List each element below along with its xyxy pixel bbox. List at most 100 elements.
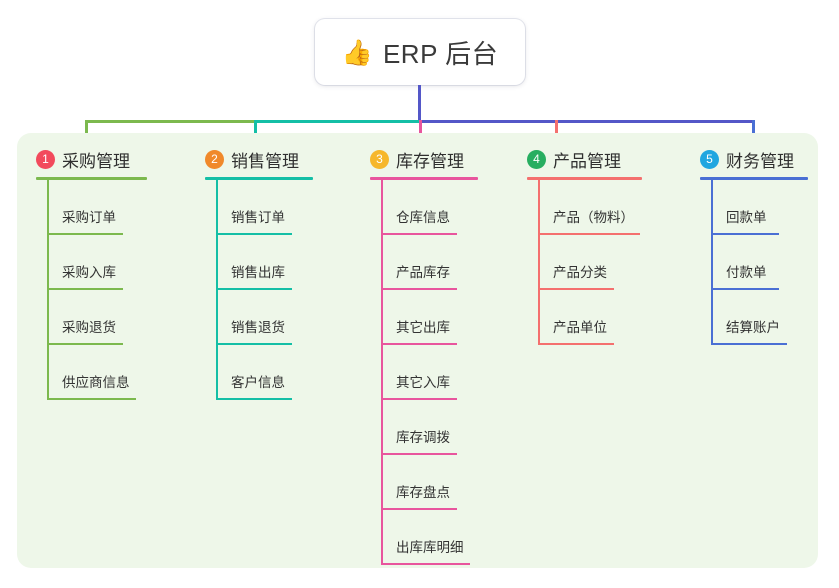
leaf-item-underline bbox=[711, 233, 779, 235]
branches-panel bbox=[17, 133, 818, 568]
leaf-item-underline bbox=[216, 288, 292, 290]
branch-badge-product: 4 bbox=[527, 149, 546, 169]
leaf-item[interactable]: 供应商信息 bbox=[47, 345, 147, 400]
trunk-connector bbox=[418, 85, 421, 122]
leaf-item-label: 回款单 bbox=[726, 210, 767, 225]
leaf-item-label: 采购入库 bbox=[62, 265, 116, 280]
branch-title-purchase: 采购管理 bbox=[62, 151, 130, 171]
leaf-item-label: 其它出库 bbox=[396, 320, 450, 335]
branch-item-list-purchase: 采购订单采购入库采购退货供应商信息 bbox=[36, 180, 147, 400]
leaf-item-label: 产品分类 bbox=[553, 265, 607, 280]
bus-segment-teal bbox=[254, 120, 420, 123]
branch-column-finance: 5 财务管理回款单付款单结算账户 bbox=[700, 146, 808, 345]
branch-spine-inventory bbox=[381, 180, 383, 565]
leaf-item[interactable]: 销售订单 bbox=[216, 180, 313, 235]
leaf-item-label: 库存盘点 bbox=[396, 485, 450, 500]
branch-item-list-finance: 回款单付款单结算账户 bbox=[700, 180, 808, 345]
leaf-item-label: 其它入库 bbox=[396, 375, 450, 390]
leaf-item[interactable]: 库存盘点 bbox=[381, 455, 478, 510]
leaf-item[interactable]: 其它出库 bbox=[381, 290, 478, 345]
leaf-item-label: 采购订单 bbox=[62, 210, 116, 225]
leaf-item-underline bbox=[381, 343, 457, 345]
leaf-item-underline bbox=[381, 508, 457, 510]
leaf-item[interactable]: 库存调拨 bbox=[381, 400, 478, 455]
branch-badge-finance: 5 bbox=[700, 149, 719, 169]
root-node[interactable]: 👍 ERP 后台 bbox=[315, 19, 525, 85]
leaf-item[interactable]: 产品（物料） bbox=[538, 180, 642, 235]
leaf-item-underline bbox=[381, 563, 470, 565]
leaf-item-underline bbox=[47, 233, 123, 235]
branch-column-inventory: 3 库存管理仓库信息产品库存其它出库其它入库库存调拨库存盘点出库库明细 bbox=[370, 146, 478, 565]
leaf-item[interactable]: 其它入库 bbox=[381, 345, 478, 400]
leaf-item-underline bbox=[216, 343, 292, 345]
leaf-item-label: 仓库信息 bbox=[396, 210, 450, 225]
branch-header-inventory[interactable]: 3 库存管理 bbox=[370, 146, 478, 172]
leaf-item-underline bbox=[381, 288, 457, 290]
leaf-item-underline bbox=[47, 288, 123, 290]
leaf-item[interactable]: 采购订单 bbox=[47, 180, 147, 235]
branch-item-list-sales: 销售订单销售出库销售退货客户信息 bbox=[205, 180, 313, 400]
leaf-item-label: 产品库存 bbox=[396, 265, 450, 280]
thumbs-up-icon: 👍 bbox=[341, 38, 373, 67]
branch-underline-product bbox=[527, 177, 642, 180]
branch-underline-finance bbox=[700, 177, 808, 180]
leaf-item-label: 客户信息 bbox=[231, 375, 285, 390]
branch-spine-sales bbox=[216, 180, 218, 400]
leaf-item[interactable]: 销售出库 bbox=[216, 235, 313, 290]
branch-title-product: 产品管理 bbox=[553, 151, 621, 171]
leaf-item[interactable]: 出库库明细 bbox=[381, 510, 478, 565]
leaf-item-label: 结算账户 bbox=[726, 320, 780, 335]
leaf-item[interactable]: 采购退货 bbox=[47, 290, 147, 345]
branch-badge-purchase: 1 bbox=[36, 149, 55, 169]
branch-item-list-inventory: 仓库信息产品库存其它出库其它入库库存调拨库存盘点出库库明细 bbox=[370, 180, 478, 565]
branch-column-purchase: 1 采购管理采购订单采购入库采购退货供应商信息 bbox=[36, 146, 147, 400]
branch-underline-sales bbox=[205, 177, 313, 180]
bus-segment-green bbox=[85, 120, 254, 123]
leaf-item[interactable]: 回款单 bbox=[711, 180, 808, 235]
bus-segment-blue bbox=[419, 120, 753, 123]
leaf-item-underline bbox=[47, 343, 123, 345]
branch-title-sales: 销售管理 bbox=[231, 151, 299, 171]
branch-badge-inventory: 3 bbox=[370, 149, 389, 169]
leaf-item[interactable]: 产品单位 bbox=[538, 290, 642, 345]
leaf-item-underline bbox=[711, 288, 779, 290]
leaf-item-underline bbox=[381, 398, 457, 400]
leaf-item[interactable]: 销售退货 bbox=[216, 290, 313, 345]
branch-title-finance: 财务管理 bbox=[726, 151, 794, 171]
branch-header-purchase[interactable]: 1 采购管理 bbox=[36, 146, 147, 172]
leaf-item-underline bbox=[538, 343, 614, 345]
leaf-item[interactable]: 产品库存 bbox=[381, 235, 478, 290]
leaf-item-label: 产品（物料） bbox=[553, 210, 634, 225]
leaf-item-underline bbox=[216, 233, 292, 235]
leaf-item-label: 采购退货 bbox=[62, 320, 116, 335]
branch-column-product: 4 产品管理产品（物料） 产品分类产品单位 bbox=[527, 146, 642, 345]
leaf-item[interactable]: 产品分类 bbox=[538, 235, 642, 290]
leaf-item[interactable]: 仓库信息 bbox=[381, 180, 478, 235]
leaf-item-label: 出库库明细 bbox=[396, 540, 464, 555]
leaf-item[interactable]: 付款单 bbox=[711, 235, 808, 290]
branch-spine-product bbox=[538, 180, 540, 345]
leaf-item-underline bbox=[538, 233, 640, 235]
leaf-item-underline bbox=[711, 343, 787, 345]
leaf-item[interactable]: 结算账户 bbox=[711, 290, 808, 345]
leaf-item-underline bbox=[381, 233, 457, 235]
branch-title-inventory: 库存管理 bbox=[396, 151, 464, 171]
leaf-item-underline bbox=[216, 398, 292, 400]
branch-spine-finance bbox=[711, 180, 713, 345]
leaf-item-underline bbox=[47, 398, 136, 400]
branch-item-list-product: 产品（物料） 产品分类产品单位 bbox=[527, 180, 642, 345]
leaf-item[interactable]: 采购入库 bbox=[47, 235, 147, 290]
branch-header-product[interactable]: 4 产品管理 bbox=[527, 146, 642, 172]
branch-header-finance[interactable]: 5 财务管理 bbox=[700, 146, 808, 172]
leaf-item-underline bbox=[381, 453, 457, 455]
leaf-item-label: 产品单位 bbox=[553, 320, 607, 335]
branch-underline-inventory bbox=[370, 177, 478, 180]
leaf-item[interactable]: 客户信息 bbox=[216, 345, 313, 400]
branch-spine-purchase bbox=[47, 180, 49, 400]
leaf-item-label: 供应商信息 bbox=[62, 375, 130, 390]
leaf-item-label: 销售退货 bbox=[231, 320, 285, 335]
root-node-title: ERP 后台 bbox=[382, 38, 499, 69]
